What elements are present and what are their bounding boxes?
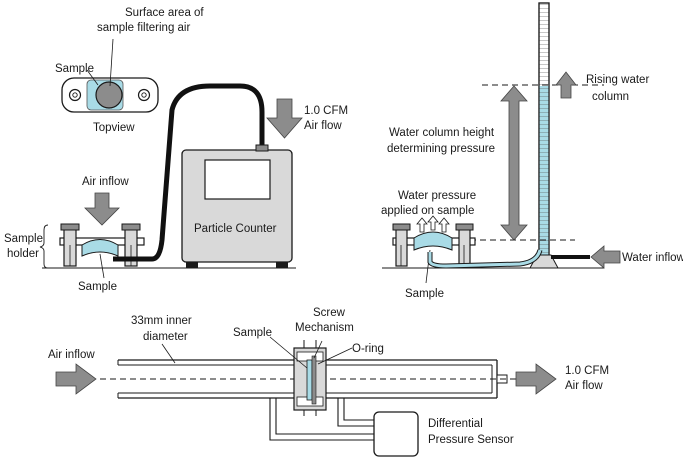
air-inflow-arrow-top [84, 192, 120, 226]
flow-top-label-2: Air flow [304, 120, 342, 132]
flow-bottom-label-2: Air flow [565, 380, 603, 392]
dp-sensor-label-2: Pressure Sensor [428, 434, 514, 446]
surface-area-label: Surface area of [125, 7, 204, 19]
sensor-tubing [269, 398, 382, 441]
water-column [529, 2, 559, 269]
right-sample-holder [392, 223, 476, 284]
pressure-arrows [416, 215, 450, 233]
particle-counter [181, 144, 293, 268]
water-inflow-label: Water inflow [622, 252, 683, 264]
particle-counter-label: Particle Counter [194, 223, 277, 235]
rising-water-label-2: column [592, 91, 629, 103]
oring-label: O-ring [352, 343, 384, 355]
pipe-cross-section [100, 359, 520, 399]
left-sample-holder [59, 223, 145, 279]
water-pressure-label: Water pressure [398, 190, 476, 202]
water-height-label: Water column height [389, 127, 495, 139]
inner-diameter-label-2: diameter [143, 331, 188, 343]
sample-left-label: Sample [78, 281, 117, 293]
topview-sample-label: Sample [55, 63, 94, 75]
topview-filter-disc [95, 81, 123, 109]
rising-water-arrow [555, 71, 577, 99]
flow-arrow-bottom [515, 363, 557, 395]
height-double-arrow [500, 85, 528, 241]
air-inflow-bottom-label: Air inflow [48, 349, 95, 361]
sample-right-label: Sample [405, 288, 444, 300]
sample-holder-brace [39, 224, 49, 269]
sample-holder-label: Sample [4, 233, 43, 245]
sample-bottom-label: Sample [233, 327, 272, 339]
screw-mechanism-label: Screw [313, 307, 346, 319]
black-air-tube [113, 83, 265, 262]
flow-top-label: 1.0 CFM [304, 105, 348, 117]
topview-inset [61, 38, 159, 113]
flow-arrow-top [266, 98, 303, 139]
surface-area-label-2: sample filtering air [97, 22, 190, 34]
topview-label: Topview [93, 122, 135, 134]
air-inflow-arrow-bottom [55, 363, 97, 395]
air-inflow-top-label: Air inflow [82, 176, 129, 188]
water-height-label-2: determining pressure [387, 143, 495, 155]
screw-mechanism-label-2: Mechanism [295, 322, 354, 334]
water-inflow-arrow [590, 245, 621, 269]
dp-sensor-label: Differential [428, 418, 483, 430]
flow-bottom-label: 1.0 CFM [565, 365, 609, 377]
water-pressure-label-2: applied on sample [381, 205, 474, 217]
rising-water-label: Rising water [586, 74, 649, 86]
sample-holder-label-2: holder [7, 248, 39, 260]
differential-pressure-sensor [373, 411, 419, 457]
inner-diameter-label: 33mm inner [131, 315, 192, 327]
screw-mechanism [293, 340, 327, 416]
